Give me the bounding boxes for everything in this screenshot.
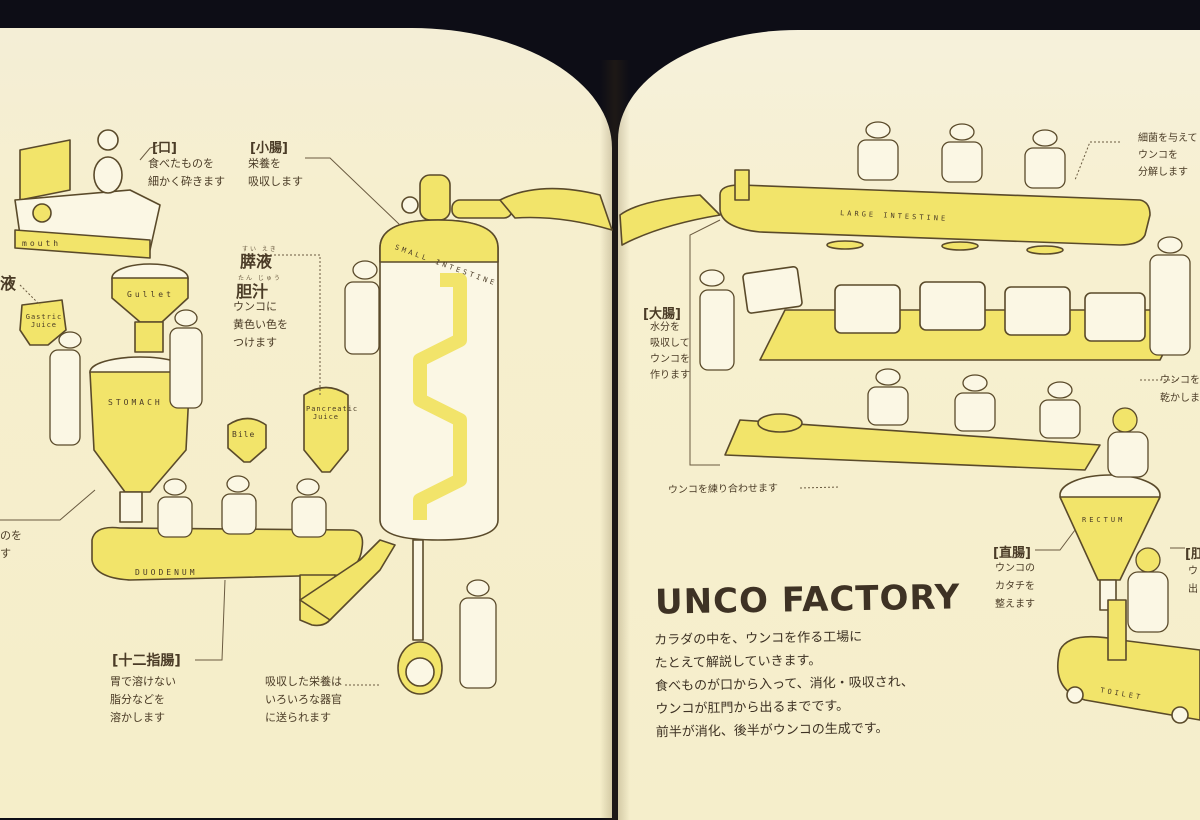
bacteria-description: 細菌を与えて ウンコを 分解します — [1138, 130, 1198, 181]
rectum-organ-label: RECTUM — [1082, 516, 1126, 524]
duodenum-line: 脂分などを — [110, 693, 165, 706]
workers — [49, 121, 1191, 689]
worker-figure — [157, 478, 193, 538]
absorbed-line: に送られます — [265, 711, 331, 724]
bile-line: 黄色い色を — [233, 318, 288, 331]
gastric-juice-organ-label: Gastric Juice — [25, 313, 63, 329]
duodenum-organ-label: DUODENUM — [135, 568, 198, 577]
gastric-juice-illustration — [19, 299, 67, 346]
small-intestine-illustration — [379, 174, 613, 695]
duodenum-description: 胃で溶けない 脂分などを 溶かします — [110, 673, 176, 727]
bile-line: つけます — [233, 336, 277, 349]
pancreatic-organ-label: Pancreatic Juice — [306, 405, 359, 421]
worker-figure — [954, 374, 996, 432]
worker-figure — [221, 475, 257, 535]
worker-figure — [867, 368, 909, 426]
gullet-organ-label: Gullet — [127, 290, 174, 299]
duodenum-illustration — [91, 526, 396, 627]
bacteria-line: ウンコを — [1138, 150, 1178, 161]
rectum-line: カタチを — [995, 581, 1035, 592]
worker-figure — [49, 331, 82, 446]
intro-paragraph: カラダの中を、ウンコを作る工場に たとえて解説していきます。 食べものが口から入… — [654, 625, 915, 744]
worker-figure — [1039, 381, 1081, 439]
large-intestine-line: 作ります — [650, 370, 690, 381]
drying-line: ウンコを — [1160, 375, 1200, 386]
pancreatic-ruby: すい えき — [242, 246, 278, 253]
absorbed-description: 吸収した栄養は いろいろな器官 に送られます — [265, 673, 342, 727]
rectum-description: ウンコの カタチを 整えます — [995, 560, 1035, 614]
kneading-description: ウンコを練り合わせます — [667, 483, 779, 496]
rectum-line: ウンコの — [995, 563, 1035, 574]
leader-lines — [0, 141, 1185, 686]
rectum-illustration — [1059, 474, 1161, 611]
large-intestine-line: ウンコを — [650, 354, 690, 365]
bacteria-line: 分解します — [1138, 167, 1188, 178]
gastric-juice-heading-partial: 液 — [0, 274, 17, 293]
stomach-organ-label: STOMACH — [108, 398, 163, 407]
mouth-line: 細かく砕きます — [148, 175, 225, 188]
bacteria-line: 細菌を与えて — [1138, 133, 1198, 144]
mouth-description: 食べたものを 細かく砕きます — [148, 155, 225, 191]
intro-line: 食べものが口から入って、消化・吸収され、 — [654, 674, 914, 695]
worker-figure — [344, 260, 380, 355]
fans-illustration — [826, 240, 1064, 255]
anus-line: 出 — [1188, 584, 1198, 595]
bile-ruby: たん じゅう — [238, 275, 282, 282]
large-intestine-description: 水分を 吸収して ウンコを 作ります — [650, 320, 690, 384]
large-intestine-heading: [大腸] — [643, 307, 681, 322]
worker-figure — [1127, 547, 1169, 633]
rectum-line: 整えます — [995, 599, 1035, 610]
anus-line: ウ — [1188, 566, 1198, 577]
gullet-illustration — [111, 263, 189, 353]
duodenum-heading: [十二指腸] — [112, 653, 181, 669]
worker-figure — [1107, 407, 1149, 478]
worker-figure — [941, 123, 983, 183]
rectum-heading: [直腸] — [993, 546, 1031, 561]
large-intestine-line: 吸収して — [650, 338, 690, 349]
kneading-conveyor-illustration — [724, 413, 1101, 471]
absorbed-line: いろいろな器官 — [265, 693, 342, 706]
worker-figure — [291, 478, 327, 538]
pancreatic-bottle — [303, 386, 349, 473]
pancreatic-heading: 膵液 — [240, 252, 273, 271]
worker-figure — [169, 309, 203, 409]
small-intestine-heading: [小腸] — [250, 141, 288, 156]
worker-figure — [1149, 236, 1191, 356]
intro-line: 前半が消化、後半がウンコの生成です。 — [655, 721, 889, 741]
small-intestine-line: 吸収します — [248, 175, 303, 188]
mouth-organ-label: mouth — [22, 239, 62, 248]
absorbed-line: 吸収した栄養は — [265, 675, 342, 688]
stomach-line: のを — [0, 529, 22, 542]
anus-heading-partial: [肛 — [1185, 547, 1200, 562]
toilet-cart-illustration — [1056, 599, 1200, 724]
mouth-heading: [口] — [152, 141, 177, 156]
small-intestine-line: 栄養を — [248, 157, 281, 170]
bile-description: ウンコに 黄色い色を つけます — [233, 298, 288, 352]
book-gutter — [600, 60, 630, 820]
large-intestine-line: 水分を — [650, 322, 680, 333]
large-intestine-illustration — [619, 169, 1151, 246]
worker-figure — [857, 121, 899, 181]
anus-description-partial: ウ 出 — [1188, 563, 1198, 599]
bile-organ-label: Bile — [232, 430, 256, 439]
bile-heading: 胆汁 — [236, 282, 269, 301]
mouth-line: 食べたものを — [148, 157, 214, 170]
worker-figure — [699, 269, 735, 371]
worker-figure — [1024, 129, 1066, 189]
bile-line: ウンコに — [233, 300, 277, 313]
stomach-illustration — [89, 356, 191, 523]
mouth-counter-illustration — [14, 129, 161, 259]
drying-line-illustration — [742, 266, 1186, 361]
drying-line: 乾かしま — [1160, 393, 1200, 404]
illustration — [0, 121, 1200, 724]
bile-bottle — [227, 417, 267, 463]
small-intestine-description: 栄養を 吸収します — [248, 155, 303, 191]
stomach-line: す — [0, 547, 11, 560]
page-title: UNCO FACTORY — [654, 577, 961, 623]
drying-description: ウンコを 乾かしま — [1160, 372, 1200, 408]
duodenum-line: 溶かします — [110, 711, 165, 724]
worker-figure — [459, 579, 497, 689]
duodenum-line: 胃で溶けない — [110, 675, 176, 688]
stomach-description-partial: のを す — [0, 527, 22, 563]
